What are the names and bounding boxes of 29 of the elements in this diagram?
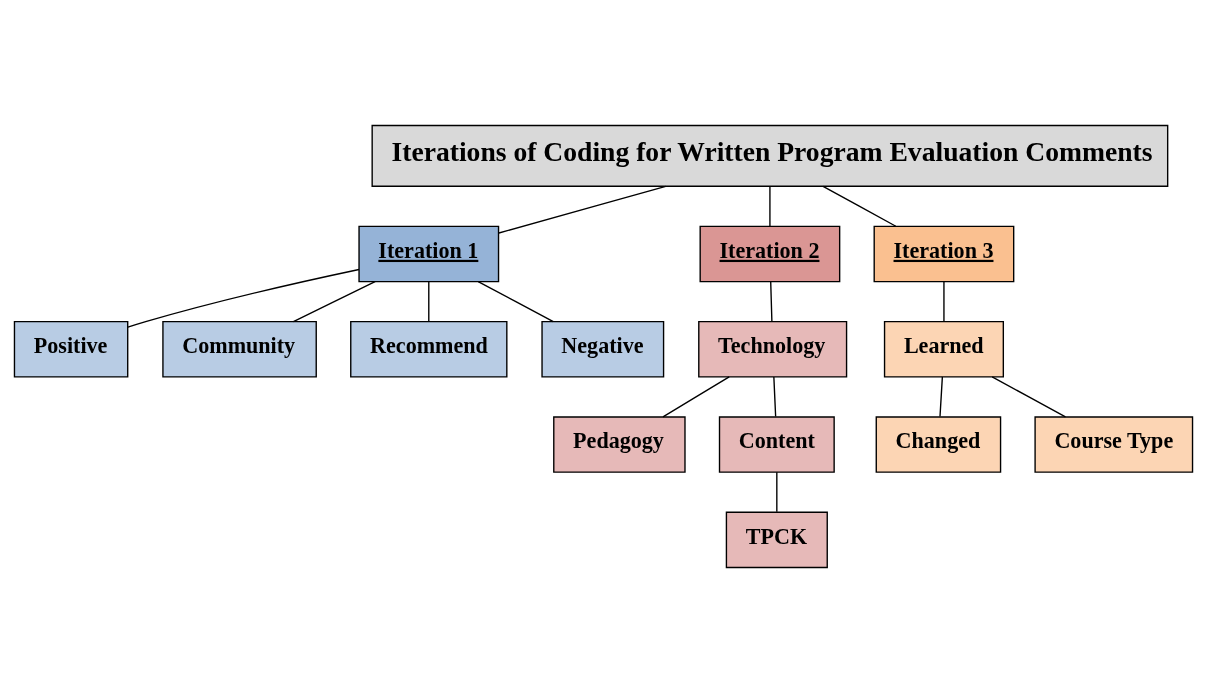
connector: [943, 280, 945, 322]
node-box: Recommend: [350, 320, 508, 378]
node-box: Iterations of Coding for Written Program Evaluation Comments: [371, 124, 1169, 187]
connector: [769, 185, 771, 227]
connector: [939, 376, 944, 418]
node-box: Iteration 3: [873, 225, 1015, 283]
connector: [498, 185, 667, 234]
connector: [428, 280, 430, 322]
connector: [776, 471, 778, 513]
connector: [292, 280, 376, 323]
connector: [991, 376, 1067, 418]
connector: [770, 280, 773, 322]
node-box: Changed: [875, 416, 1002, 473]
node-box: Course Type: [1034, 416, 1194, 473]
node-box: Content: [718, 416, 835, 473]
connector: [662, 376, 730, 418]
connector: [477, 280, 554, 323]
node-box: Community: [162, 320, 317, 378]
node-box: Technology: [698, 320, 848, 378]
node-box: Iteration 2: [699, 225, 841, 283]
node-box: Negative: [541, 320, 665, 378]
connector: [127, 268, 360, 328]
node-box: Learned: [883, 320, 1005, 378]
node-box: Pedagogy: [553, 416, 686, 473]
connector: [773, 376, 777, 418]
connector: [822, 185, 897, 227]
node-box: Positive: [13, 320, 129, 378]
node-box: TPCK: [725, 511, 828, 569]
node-box: Iteration 1: [358, 225, 500, 283]
